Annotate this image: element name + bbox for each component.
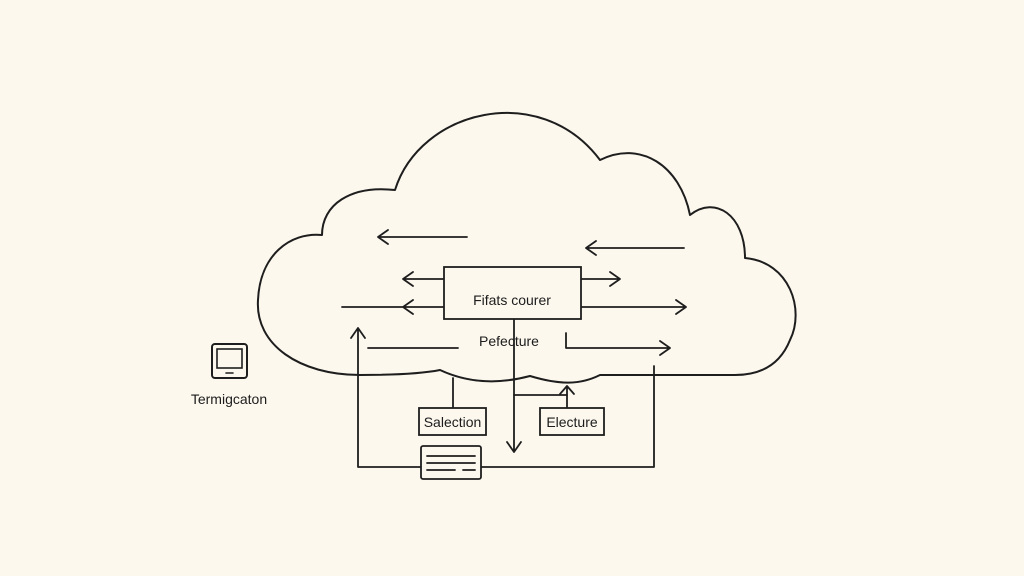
loop-right bbox=[480, 365, 655, 468]
central-box bbox=[443, 266, 582, 320]
arrow-top-left bbox=[377, 229, 468, 245]
loop-left bbox=[350, 327, 422, 468]
electure-connector bbox=[513, 385, 575, 409]
server-rack-icon bbox=[420, 445, 482, 480]
salection-box bbox=[418, 407, 487, 436]
monitor-icon bbox=[211, 343, 248, 379]
arrow-center-left-upper bbox=[402, 271, 445, 287]
arrow-right-lower bbox=[565, 332, 671, 356]
arrow-top-right bbox=[585, 240, 685, 256]
electure-label: Electure bbox=[546, 414, 598, 430]
arrow-center-down bbox=[506, 319, 522, 453]
central-box-label: Fifats courer bbox=[473, 292, 551, 308]
cloud-outline bbox=[256, 112, 797, 384]
center-label: Pefecture bbox=[479, 333, 539, 349]
terminal-label: Termigcaton bbox=[191, 391, 267, 407]
arrow-center-right-upper bbox=[580, 271, 621, 287]
salection-label: Salection bbox=[424, 414, 482, 430]
electure-box bbox=[539, 407, 605, 436]
arrow-center-left-mid bbox=[341, 299, 445, 315]
arrow-center-right-mid bbox=[580, 299, 687, 315]
